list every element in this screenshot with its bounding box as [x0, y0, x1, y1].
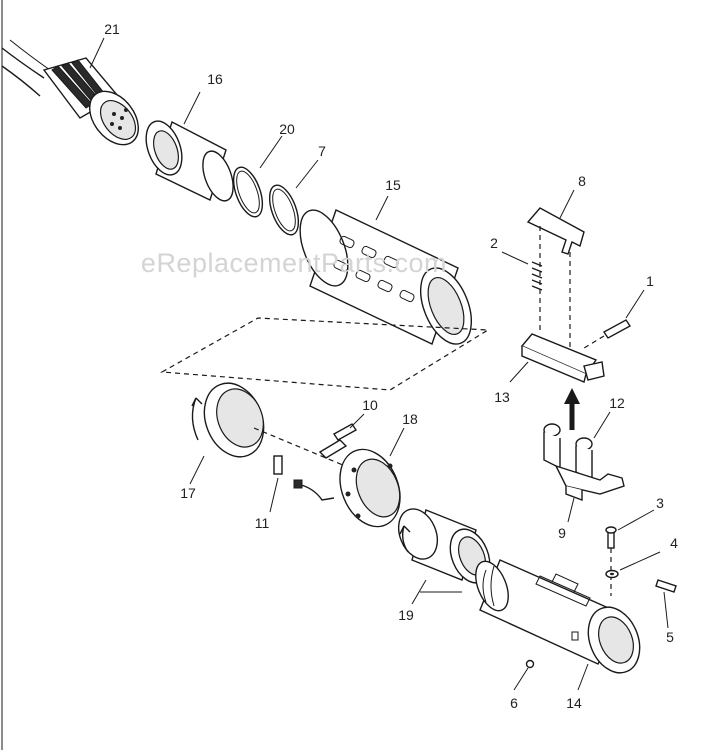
part-11-contact-strip — [269, 455, 283, 513]
part-13-switch-housing — [509, 333, 605, 383]
part-18-ring — [293, 427, 405, 528]
callout-21: 21 — [104, 21, 120, 37]
callout-17: 17 — [180, 485, 196, 501]
callout-8: 8 — [578, 173, 586, 189]
callout-3: 3 — [656, 495, 664, 511]
callout-5: 5 — [666, 629, 674, 645]
callout-19: 19 — [398, 607, 414, 623]
callout-18: 18 — [402, 411, 418, 427]
part-1-pin — [583, 289, 645, 349]
part-4-washer — [605, 551, 661, 579]
callout-11: 11 — [255, 515, 270, 531]
part-8-lever — [526, 189, 585, 350]
callout-14: 14 — [566, 695, 582, 711]
callout-1: 1 — [646, 273, 654, 289]
part-5-key — [655, 579, 677, 629]
callout-10: 10 — [362, 397, 378, 413]
part-7-o-ring — [268, 159, 319, 236]
part-21-cable-connector — [1, 37, 139, 146]
callout-16: 16 — [207, 71, 223, 87]
callout-13: 13 — [494, 389, 510, 405]
callout-12: 12 — [609, 395, 625, 411]
part-12-switch — [543, 411, 625, 523]
part-20-o-ring — [232, 135, 283, 218]
callout-7: 7 — [318, 143, 326, 159]
part-3-screw — [605, 509, 655, 596]
callout-2: 2 — [490, 235, 498, 251]
callout-20: 20 — [279, 121, 295, 137]
part-17-ring — [189, 382, 351, 485]
assembly-arrow — [564, 388, 580, 430]
callout-9: 9 — [558, 525, 566, 541]
part-14-housing — [475, 559, 641, 691]
part-6-ball — [513, 659, 535, 691]
part-10-wire-clip — [318, 413, 365, 459]
part-16-sleeve — [145, 91, 234, 202]
callout-15: 15 — [385, 177, 401, 193]
watermark-text: eReplacementParts.com — [141, 248, 447, 278]
callout-6: 6 — [510, 695, 518, 711]
part-2-spring — [501, 251, 543, 291]
assembly-outline — [159, 317, 490, 391]
callout-4: 4 — [670, 535, 678, 551]
part-15-handle-grip — [299, 195, 473, 345]
